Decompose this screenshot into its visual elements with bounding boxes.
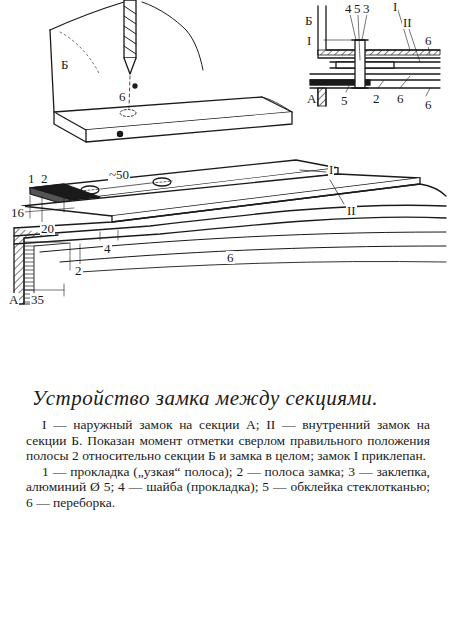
section-letter: Б <box>304 14 313 27</box>
callout-number: 4 <box>344 2 353 15</box>
section-letter: А <box>8 293 19 306</box>
callout-number: 2 <box>40 172 49 185</box>
callout-number: 2 <box>372 92 381 105</box>
dimension: 16 <box>10 206 25 219</box>
parts-list: 1 — прокладка („узкая“ полоса); 2 — поло… <box>26 464 430 511</box>
section-letter: А <box>306 92 317 105</box>
figure-caption: I — наружный замок на секции А; II — вну… <box>26 417 430 464</box>
dimension: 20 <box>40 222 55 235</box>
lock-numeral: II <box>402 16 413 29</box>
callout-number: 5 <box>340 94 349 107</box>
lock-numeral: II <box>346 204 357 217</box>
callout-number: 4 <box>103 242 112 255</box>
text-area: Устройство замка между секциями. I — нару… <box>26 386 430 510</box>
dimension: 35 <box>30 293 45 306</box>
lock-numeral: I <box>306 34 312 47</box>
callout-number: 6 <box>118 90 127 103</box>
callout-number: 6 <box>396 92 405 105</box>
callout-number: 3 <box>362 2 371 15</box>
callout-number: 6 <box>226 251 235 264</box>
lock-numeral: I <box>328 163 334 176</box>
callout-number: 1 <box>27 172 36 185</box>
callout-number: 2 <box>74 264 83 277</box>
lock-numeral: I <box>392 0 398 13</box>
section-letter: Б <box>60 58 69 71</box>
dimension: ~50 <box>108 168 130 181</box>
figure-title: Устройство замка между секциями. <box>32 386 430 411</box>
callout-number: 5 <box>353 2 362 15</box>
label-layer: Б6III121620~5042635АБ453IIII6А5266 <box>0 0 450 385</box>
callout-number: 6 <box>424 34 433 47</box>
callout-number: 6 <box>424 98 433 111</box>
